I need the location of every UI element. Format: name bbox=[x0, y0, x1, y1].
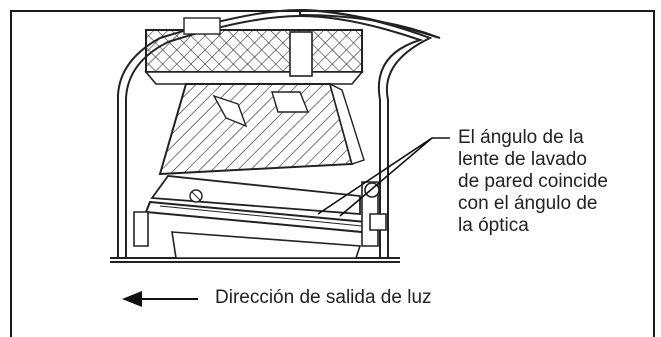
arrow-left-icon bbox=[122, 291, 198, 307]
callout-line: con el ángulo de bbox=[458, 193, 598, 214]
heatsink bbox=[144, 17, 364, 85]
wall-wash-lens bbox=[144, 175, 368, 259]
side-clips bbox=[133, 181, 387, 247]
callout-line: la óptica bbox=[458, 215, 529, 236]
light-direction-caption: Dirección de salida de luz bbox=[215, 287, 432, 308]
optic-body bbox=[158, 82, 365, 176]
callout-line: El ángulo de la bbox=[458, 127, 584, 148]
callout-text: El ángulo de la lente de lavado de pared… bbox=[458, 127, 608, 237]
callout-line: de pared coincide bbox=[458, 171, 608, 192]
callout-leader bbox=[317, 137, 450, 217]
callout-line: lente de lavado bbox=[458, 149, 587, 170]
